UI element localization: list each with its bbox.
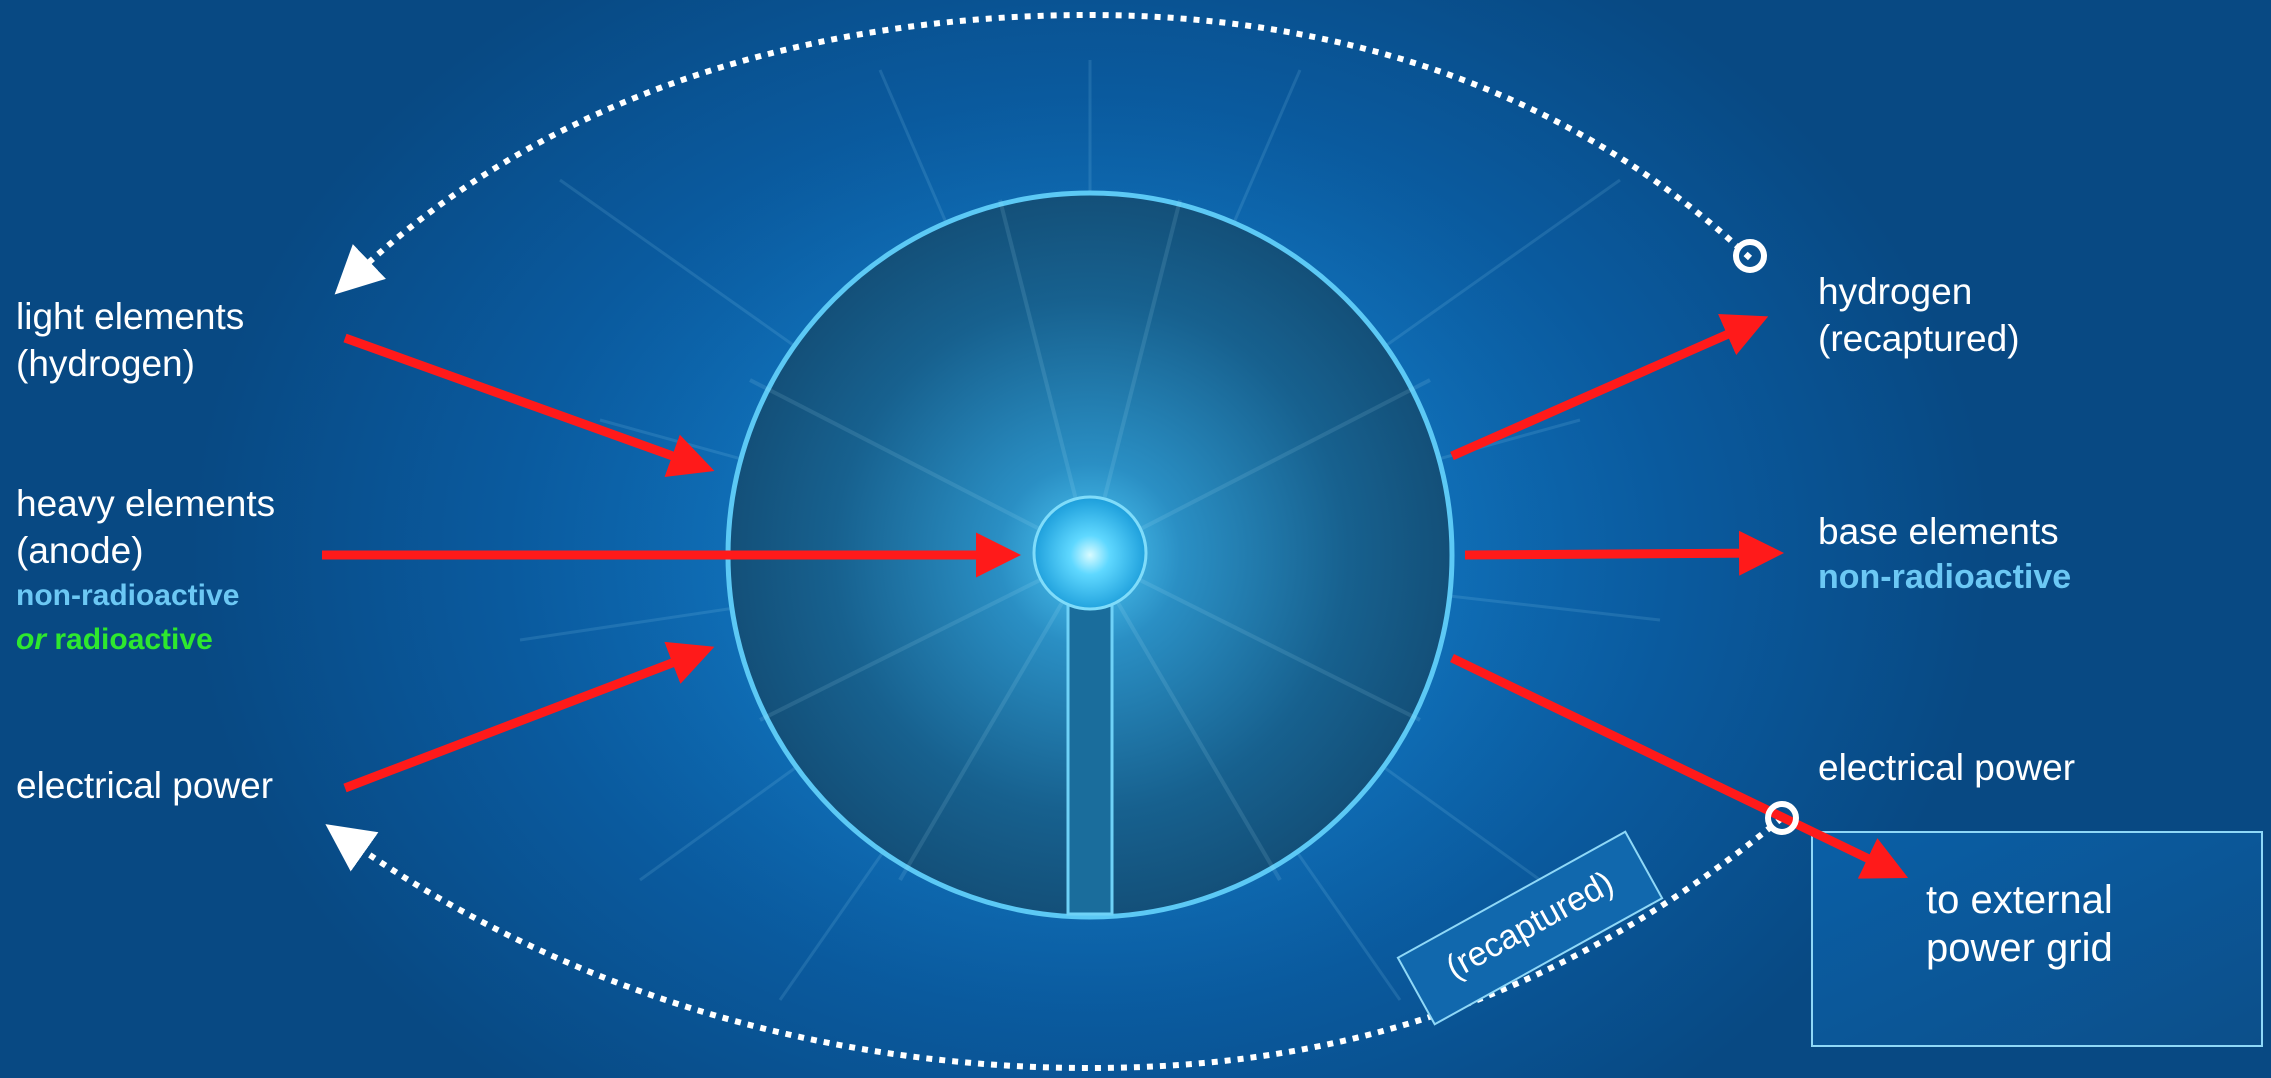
hydrogen-out-line1: hydrogen	[1818, 268, 2020, 315]
heavy-elements-label: heavy elements (anode) non-radioactive o…	[16, 480, 275, 662]
power-grid-text: to external power grid	[1926, 876, 2113, 972]
heavy-radioactive: radioactive	[54, 623, 212, 656]
heavy-elements-line1: heavy elements	[16, 480, 275, 527]
hydrogen-out-label: hydrogen (recaptured)	[1818, 268, 2020, 362]
anode-stem	[1068, 600, 1112, 914]
heavy-non-radioactive: non-radioactive	[16, 574, 275, 618]
base-non-radioactive: non-radioactive	[1818, 555, 2071, 599]
heavy-radioactive-line: or radioactive	[16, 618, 275, 662]
heavy-elements-line2: (anode)	[16, 527, 275, 574]
reactor-core	[1034, 497, 1146, 609]
hydrogen-out-line2: (recaptured)	[1818, 315, 2020, 362]
base-elements-label: base elements non-radioactive	[1818, 508, 2071, 599]
light-elements-line2: (hydrogen)	[16, 340, 244, 387]
light-elements-line1: light elements	[16, 293, 244, 340]
power-grid-line2: power grid	[1926, 924, 2113, 972]
power-grid-line1: to external	[1926, 876, 2113, 924]
electrical-power-out-label: electrical power	[1818, 744, 2075, 791]
electrical-power-in-label: electrical power	[16, 762, 273, 809]
base-elements-out-arrow	[1465, 553, 1775, 555]
or-word: or	[16, 623, 46, 656]
base-elements-line1: base elements	[1818, 508, 2071, 555]
light-elements-label: light elements (hydrogen)	[16, 293, 244, 387]
